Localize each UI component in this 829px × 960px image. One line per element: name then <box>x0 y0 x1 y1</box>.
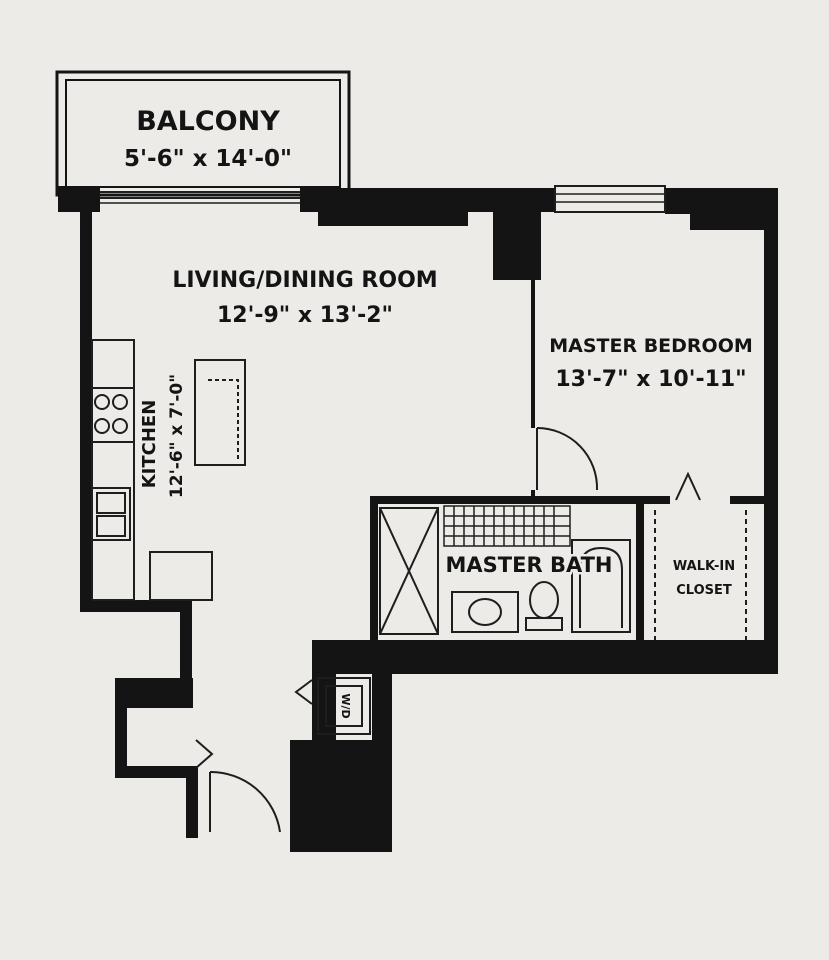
wall-entry-bottom <box>115 766 187 778</box>
bath-fixtures <box>379 505 631 635</box>
wall-bath-left <box>370 496 378 646</box>
kitchen-name: KITCHEN <box>139 400 160 489</box>
exterior-walls <box>58 186 778 852</box>
windows <box>100 185 666 213</box>
master-bath-name: MASTER BATH <box>446 553 613 577</box>
interior-walls <box>370 280 770 646</box>
wall-entry-left <box>115 678 127 778</box>
shower <box>379 507 439 635</box>
wall-bath-top <box>370 496 670 504</box>
island-overhang <box>208 379 239 460</box>
toilet <box>525 581 563 631</box>
cooktop <box>91 387 135 443</box>
room-labels: BALCONY 5'-6" x 14'-0" LIVING/DINING ROO… <box>124 106 753 719</box>
doors <box>195 427 701 833</box>
balcony-inner-rail <box>65 79 341 188</box>
wd-outline <box>317 677 371 735</box>
wall-entry-top <box>115 678 193 708</box>
wd-closet-door <box>294 679 313 705</box>
master-bedroom-name: MASTER BEDROOM <box>549 335 753 357</box>
walk-in-closet-line1: WALK-IN <box>673 559 735 574</box>
balcony-dims: 5'-6" x 14'-0" <box>124 146 292 172</box>
master-bedroom-dims: 13'-7" x 10'-11" <box>555 367 746 392</box>
kitchen-sink <box>91 487 131 541</box>
wall-top-middle-thick <box>318 188 468 226</box>
wd-label: W/D <box>339 693 352 718</box>
balcony-outer-rail <box>55 70 351 197</box>
wall-top-left-pier <box>58 186 100 212</box>
walk-in-closet-line2: CLOSET <box>676 583 732 598</box>
bathtub <box>571 539 631 633</box>
shower-grid <box>443 505 571 547</box>
balcony <box>55 70 351 197</box>
wd-inner <box>325 685 363 727</box>
wall-closet-top-right <box>730 496 770 504</box>
wall-column <box>493 188 541 280</box>
kitchen-fixtures <box>91 339 246 601</box>
bedroom-window <box>554 185 666 213</box>
kitchen-counter <box>91 339 135 601</box>
wall-left <box>80 200 92 610</box>
kitchen-island <box>194 359 246 466</box>
wall-entry-jamb <box>186 766 198 838</box>
washer-dryer <box>317 677 371 735</box>
balcony-name: BALCONY <box>136 106 280 137</box>
wall-kitchen-side <box>180 600 192 678</box>
wall-wd-left <box>312 640 336 740</box>
entry-closet-door <box>195 739 214 769</box>
living-dining-name: LIVING/DINING ROOM <box>172 268 437 293</box>
wall-right <box>764 188 778 674</box>
vanity-sink <box>451 591 519 633</box>
wall-bottom-bath <box>312 640 778 674</box>
kitchen-dims: 12'-6" x 7'-0" <box>167 374 187 498</box>
entry-door <box>209 770 281 833</box>
fridge <box>149 551 213 601</box>
balcony-sliding-door <box>100 191 300 204</box>
wall-bath-closet-divider <box>636 500 644 642</box>
living-dining-dims: 12'-9" x 13'-2" <box>217 303 393 328</box>
bedroom-door <box>536 427 599 491</box>
closet-door <box>675 471 701 501</box>
wall-kitchen-bottom <box>80 600 190 612</box>
wall-bottom-block <box>290 740 390 852</box>
wall-top-right-thick <box>690 188 778 230</box>
